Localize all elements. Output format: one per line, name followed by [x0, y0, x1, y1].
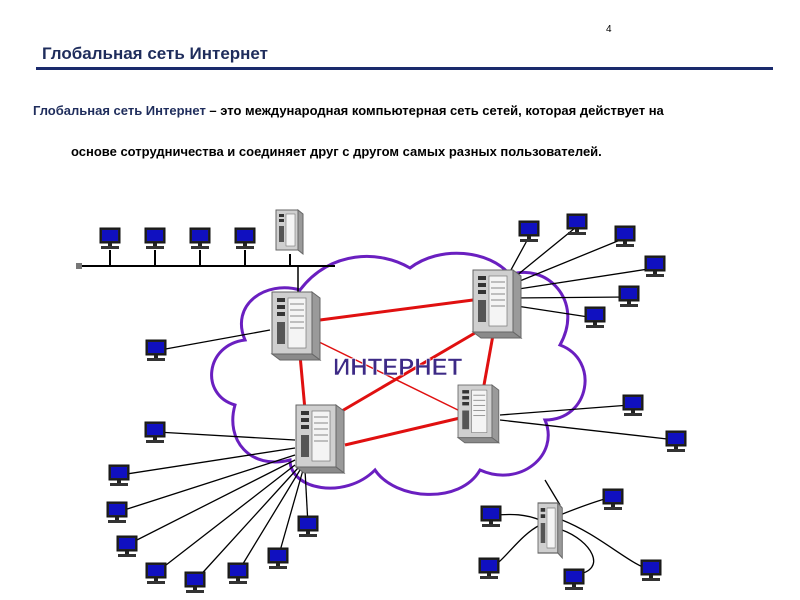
computer-icon [618, 285, 640, 308]
computer-icon [189, 227, 211, 250]
definition-term: Глобальная сеть Интернет [33, 103, 206, 118]
computer-icon [614, 225, 636, 248]
computer-icon [563, 568, 585, 591]
computer-icon [144, 421, 166, 444]
computer-icon [144, 227, 166, 250]
computer-icon [640, 559, 662, 582]
title-underline [36, 67, 773, 70]
slide-title: Глобальная сеть Интернет [42, 44, 268, 63]
computer-icon [480, 505, 502, 528]
backbone-thin-link [314, 339, 463, 413]
computer-icon [267, 547, 289, 570]
server-icon [275, 209, 304, 255]
definition-line2: основе сотрудничества и соединяет друг с… [71, 144, 602, 159]
computer-icon [518, 220, 540, 243]
computer-icon [602, 488, 624, 511]
server-icon [457, 384, 500, 444]
computer-icon [478, 557, 500, 580]
computer-icon [644, 255, 666, 278]
computer-icon [622, 394, 644, 417]
computer-icon [297, 515, 319, 538]
computer-icon [99, 227, 121, 250]
backbone-links [298, 298, 495, 447]
server-icon [537, 502, 563, 559]
computer-icon [116, 535, 138, 558]
computer-icon [145, 339, 167, 362]
definition-text: Глобальная сеть Интернет – это междунаро… [33, 90, 793, 172]
server-icon [295, 404, 345, 474]
server-icon [271, 291, 321, 361]
cloud-label: ИНТЕРНЕТ [333, 354, 463, 381]
computer-icon [234, 227, 256, 250]
computer-icon [145, 562, 167, 585]
computer-icon [665, 430, 687, 453]
computer-icon [184, 571, 206, 594]
computer-icon [584, 306, 606, 329]
definition-rest: – это международная компьютерная сеть се… [205, 103, 664, 118]
computer-icon [106, 501, 128, 524]
lan-bus-top-left [76, 250, 335, 292]
server-icon [472, 269, 522, 339]
page-number: 4 [606, 24, 612, 35]
computer-icon [108, 464, 130, 487]
computer-icon [227, 562, 249, 585]
